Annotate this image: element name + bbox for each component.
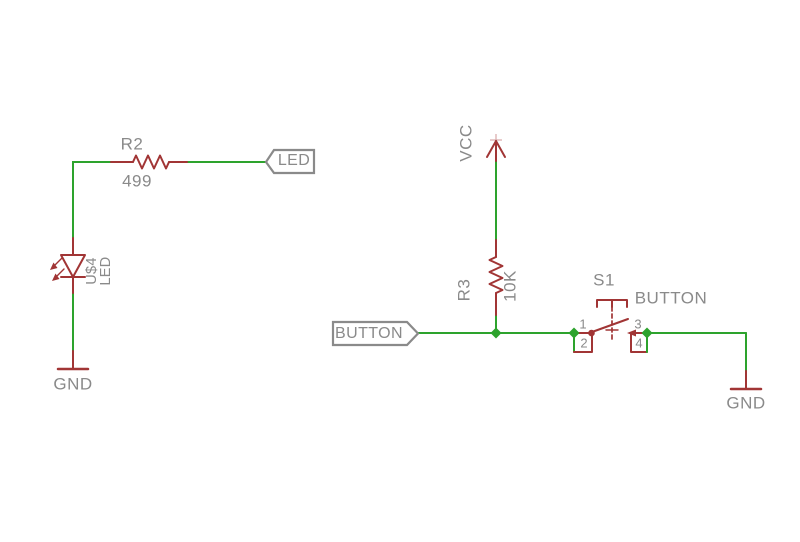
junction-switch-left — [568, 327, 580, 339]
wire-r2-to-led[interactable] — [72, 161, 112, 239]
r2-value-label[interactable]: 499 — [122, 171, 152, 191]
led-flag-shape — [264, 148, 316, 175]
led-net-flag-label[interactable]: LED — [277, 152, 311, 169]
gnd-symbol-left[interactable] — [56, 350, 90, 371]
r3-zigzag — [488, 256, 504, 294]
junction-switch-right — [641, 327, 653, 339]
r3-name-label[interactable]: R3 — [454, 278, 474, 302]
junction-r3 — [490, 327, 502, 339]
led-u4-symbol[interactable] — [50, 237, 86, 294]
s1-pin12-link — [573, 332, 593, 353]
led-triangle — [60, 254, 86, 278]
r2-name-label[interactable]: R2 — [120, 134, 144, 154]
s1-name-label[interactable]: S1 — [593, 270, 615, 290]
button-net-flag-label[interactable]: BUTTON — [335, 325, 403, 342]
resistor-r3-symbol[interactable] — [488, 239, 504, 316]
s1-pin34-link — [630, 332, 648, 353]
gnd-left-label[interactable]: GND — [53, 374, 93, 394]
gnd-symbol-right[interactable] — [729, 370, 763, 391]
vcc-label[interactable]: VCC — [456, 124, 476, 162]
s1-pin1-label: 1 — [579, 316, 587, 332]
s1-lever — [591, 318, 629, 333]
gnd-right-label[interactable]: GND — [726, 393, 766, 413]
button-flag-shape — [331, 320, 420, 347]
s1-pin4-label: 4 — [635, 335, 643, 351]
resistor-r2-symbol[interactable] — [110, 154, 188, 170]
s1-pin2-label: 2 — [580, 335, 588, 351]
led-emission-arrows — [50, 257, 65, 281]
s1-value-label[interactable]: BUTTON — [634, 288, 708, 308]
vcc-symbol[interactable] — [486, 134, 506, 162]
net-flag-led[interactable] — [264, 148, 316, 175]
net-flag-button[interactable] — [331, 320, 420, 347]
r3-value-label[interactable]: 10K — [500, 270, 520, 302]
led-value-label[interactable]: LED — [97, 256, 114, 286]
r2-zigzag — [132, 154, 170, 170]
s1-pin3-label: 3 — [634, 316, 642, 332]
